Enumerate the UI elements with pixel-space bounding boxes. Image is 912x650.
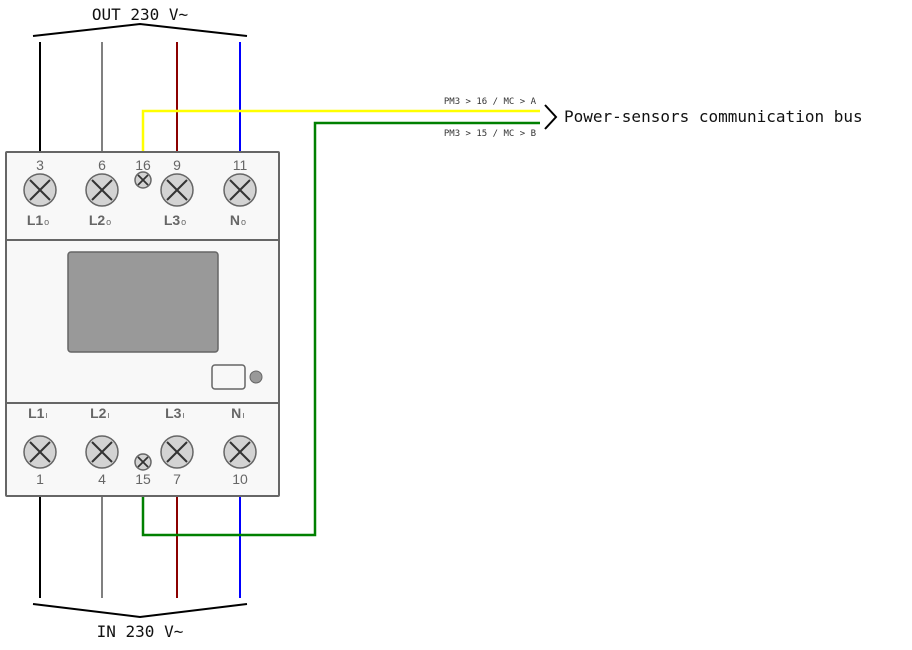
bus-terminal-15-number: 15 [135, 471, 151, 487]
in-supply-label: IN 230 V~ [97, 622, 184, 641]
out-brace [33, 24, 247, 36]
terminal-number: 3 [36, 157, 44, 173]
bus-bracket-icon [545, 105, 556, 129]
bus-wire-b-label: PM3 > 15 / MC > B [444, 129, 536, 139]
status-led [250, 371, 262, 383]
display-screen [68, 252, 218, 352]
terminal-number: 9 [173, 157, 181, 173]
device-button[interactable] [212, 365, 245, 389]
bus-wire-a-label: PM3 > 16 / MC > A [444, 97, 537, 107]
bus-terminal-15[interactable]: 15 [135, 454, 151, 487]
terminal-number: 6 [98, 157, 106, 173]
bus-terminal-16-number: 16 [135, 157, 151, 173]
terminal-number: 11 [233, 157, 248, 173]
bus-label: Power-sensors communication bus [564, 107, 863, 126]
terminal-number: 7 [173, 471, 181, 487]
bus-terminal-16[interactable]: 16 [135, 157, 151, 188]
terminal-number: 10 [232, 471, 248, 487]
out-supply-label: OUT 230 V~ [92, 5, 188, 24]
terminal-number: 4 [98, 471, 106, 487]
in-brace [33, 604, 247, 617]
terminal-number: 1 [36, 471, 44, 487]
